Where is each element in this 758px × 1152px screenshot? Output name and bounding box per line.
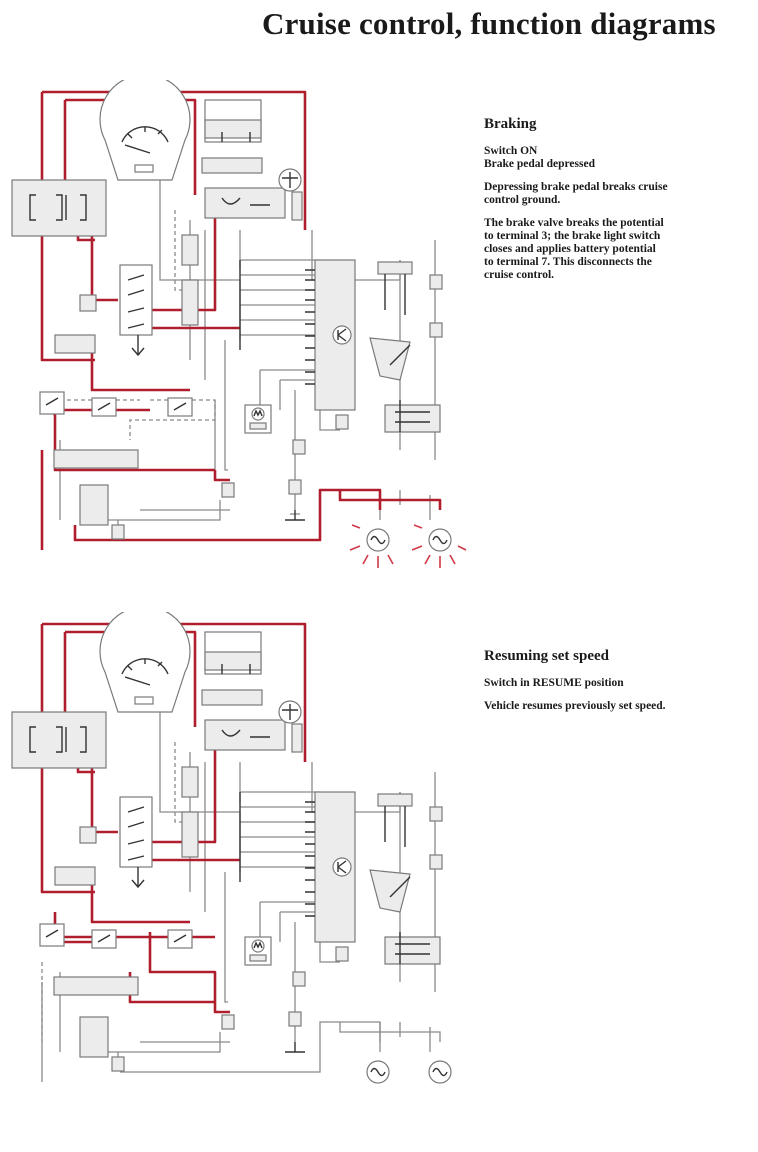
lamp-icon — [366, 528, 452, 552]
description-braking: Braking Switch ON Brake pedal depressed … — [484, 116, 724, 282]
page-title: Cruise control, function diagrams — [262, 6, 716, 41]
fuse-box — [11, 711, 107, 769]
paragraph: Vehicle resumes previously set speed. — [484, 700, 724, 713]
speedometer-icon — [99, 612, 191, 713]
brake-light-rays — [349, 524, 467, 568]
text-line: to terminal 3; the brake light switch — [484, 230, 661, 242]
description-resume: Resuming set speed Switch in RESUME posi… — [484, 648, 724, 723]
relay-unit — [201, 631, 303, 753]
control-unit-icon — [239, 259, 356, 411]
brake-pedal — [369, 793, 441, 965]
text-line: Depressing brake pedal breaks cruise — [484, 181, 668, 193]
wiring-diagram-braking — [11, 80, 467, 568]
ground-symbol — [285, 510, 305, 521]
brake-pedal — [369, 261, 441, 433]
text-line: Brake pedal depressed — [484, 158, 595, 170]
side-switches — [39, 923, 193, 1058]
paragraph: The brake valve breaks the potential to … — [484, 217, 724, 282]
connector-blocks — [53, 766, 443, 1072]
text-line: Vehicle resumes previously set speed. — [484, 700, 666, 712]
fuse-box — [11, 179, 107, 237]
switch-icon — [119, 796, 153, 889]
panel-resuming-set-speed: Resuming set speed Switch in RESUME posi… — [0, 612, 758, 1152]
relay-unit — [201, 99, 303, 221]
speedometer-icon — [99, 80, 191, 181]
ground-symbol — [285, 1042, 305, 1053]
lamp-icon — [366, 1060, 452, 1084]
text-line: The brake valve breaks the potential — [484, 217, 664, 229]
paragraph: Switch in RESUME position — [484, 677, 724, 690]
switch-icon — [119, 264, 153, 357]
paragraph: Switch ON Brake pedal depressed — [484, 145, 724, 171]
text-line: closes and applies battery potential — [484, 243, 656, 255]
paragraph: Depressing brake pedal breaks cruise con… — [484, 181, 724, 207]
motor-icon — [244, 404, 272, 434]
text-line: to terminal 7. This disconnects the — [484, 256, 652, 268]
side-switches — [39, 391, 193, 526]
control-unit-icon — [239, 791, 356, 943]
section-heading: Braking — [484, 116, 537, 132]
text-line: Switch in RESUME position — [484, 677, 624, 689]
text-line: Switch ON — [484, 145, 538, 157]
panel-braking: Braking Switch ON Brake pedal depressed … — [0, 80, 758, 620]
text-line: cruise control. — [484, 269, 555, 281]
connector-blocks — [53, 234, 443, 540]
wiring-diagram-resume — [11, 612, 452, 1084]
motor-icon — [244, 936, 272, 966]
section-heading: Resuming set speed — [484, 648, 610, 664]
text-line: control ground. — [484, 194, 561, 206]
